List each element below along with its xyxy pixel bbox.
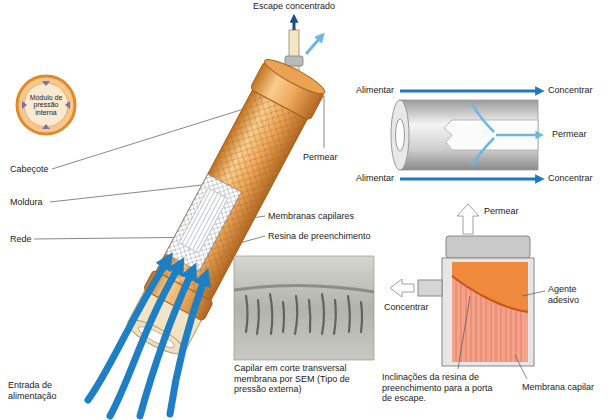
module-tube-g-line [196, 197, 225, 252]
capillary-schematic-path [444, 120, 538, 150]
inner-disc [24, 83, 68, 127]
module-tube-g-line [192, 195, 221, 250]
icon-circle: Módulo de pressão interna [15, 74, 77, 136]
part-label: Membranas capilares [268, 211, 354, 222]
sem-photo-g [246, 294, 362, 334]
capillary-schematic-g-path [472, 104, 494, 132]
module-tube-g-line [189, 193, 218, 248]
port-detail-g-line [522, 291, 545, 296]
capillary-schematic-ellipse [396, 119, 405, 151]
module-tube-rect [165, 174, 241, 271]
sem-photo-g-path [246, 296, 248, 332]
capillary-schematic-g-line [496, 134, 538, 137]
outlet-stub-line [293, 20, 296, 30]
sem-photo-path [234, 285, 374, 292]
sem-photo-g-path [322, 294, 324, 334]
node-text-holder: Módulo de pressão interna [26, 94, 66, 117]
module-tube-rect [179, 188, 228, 253]
note-text: Inclinações da resina de preenchimento p… [382, 372, 500, 404]
port-detail-g [458, 291, 545, 379]
port-detail [390, 204, 545, 379]
module-tube-g-line [182, 189, 211, 244]
capillary-schematic [391, 91, 538, 179]
part-label: Moldura [10, 197, 43, 208]
port-detail-rect [442, 258, 534, 366]
module-tube-ellipse [261, 54, 328, 98]
port-detail-rect [446, 236, 530, 258]
sem-photo-g-path [334, 300, 336, 334]
icon-text: Módulo de pressão interna [26, 94, 66, 117]
sem-photo-g-path [257, 300, 259, 334]
capillary-schematic-ellipse [391, 100, 409, 170]
flow-label: Concentrar [384, 302, 429, 313]
photo-caption: Capilar em corte transversal membrana po… [234, 363, 374, 395]
flow-label: Permear [552, 129, 587, 140]
part-label: Membrana capilar [522, 382, 594, 393]
flow-label: Concentrar [548, 173, 593, 184]
capillary-schematic-line [400, 90, 538, 93]
port-detail-g-line [458, 296, 470, 369]
port-detail-path [452, 262, 528, 312]
port-detail-path [452, 276, 528, 312]
capillary-schematic-g-path [472, 138, 494, 166]
capillary-schematic-g [472, 104, 538, 166]
sem-photo-rect [234, 256, 374, 360]
part-label: Agente adesivo [548, 284, 598, 305]
outlet-label: Escape concentrado [253, 1, 335, 12]
flow-label: Permear [303, 152, 338, 163]
sem-photo [234, 256, 374, 360]
feed-arrows-path [170, 280, 204, 414]
outer-ring [17, 76, 75, 134]
part-label: Resina de preenchimento [268, 231, 371, 242]
sem-photo-g-path [283, 302, 284, 332]
pressure-arrow [42, 124, 50, 129]
flow-label: Permear [484, 206, 519, 217]
pressure-arrow [65, 101, 70, 109]
sem-photo-g-path [361, 302, 362, 332]
part-label: Cabeçote [10, 164, 49, 175]
port-detail-g-line [456, 270, 457, 362]
flow-label: Concentrar [548, 85, 593, 96]
port-detail-path [390, 279, 414, 297]
port-detail-path [457, 204, 479, 234]
flow-label: Alimentar [356, 85, 394, 96]
sem-photo-g-path [348, 296, 350, 332]
module-tube-g [182, 189, 225, 251]
port-detail-rect [418, 280, 442, 296]
sem-photo-g-path [309, 300, 310, 332]
capillary-schematic-line [400, 178, 538, 181]
pressure-arrow [42, 81, 50, 86]
part-label: Rede [10, 234, 32, 245]
outlet-stub-line [306, 38, 320, 54]
pressure-arrow [22, 101, 27, 109]
port-detail-g-line [515, 355, 527, 379]
module-tube-g-line [185, 191, 214, 246]
sem-photo-g-path [270, 294, 272, 334]
capillary-schematic-rect [400, 100, 538, 170]
outlet-stub [285, 20, 320, 74]
flow-label: Alimentar [356, 173, 394, 184]
outlet-stub-rect [285, 56, 303, 66]
feed-arrows [88, 263, 204, 416]
flow-label: Entrada de alimentação [8, 380, 80, 401]
sem-photo-g-path [295, 296, 297, 334]
